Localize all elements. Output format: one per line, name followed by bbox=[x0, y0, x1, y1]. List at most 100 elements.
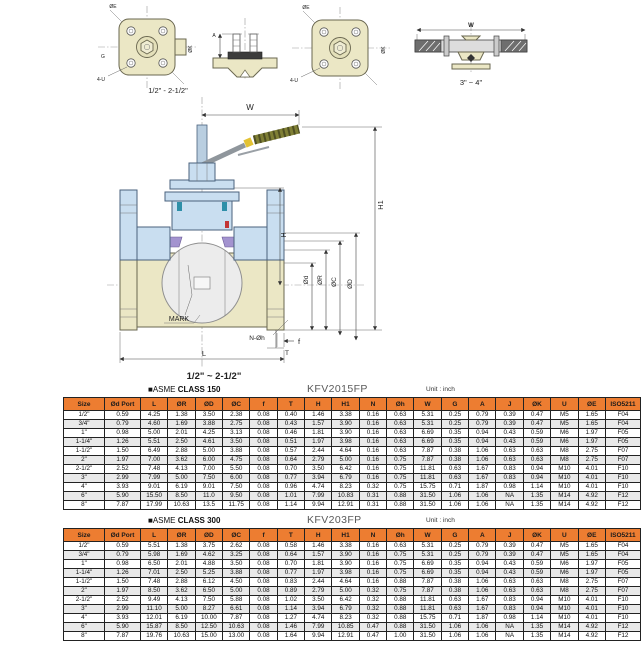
dim-t: T bbox=[267, 330, 289, 357]
g-dim-label: G bbox=[101, 54, 105, 60]
column-header: J bbox=[495, 397, 524, 411]
w-dim-label: W bbox=[468, 23, 474, 29]
ball bbox=[161, 242, 243, 324]
cell: 4" bbox=[63, 482, 105, 492]
cell: 11.81 bbox=[413, 473, 442, 483]
cell: NA bbox=[495, 491, 524, 501]
cell: 1.87 bbox=[468, 613, 497, 623]
cell: M5 bbox=[550, 410, 579, 420]
cell: 7.50 bbox=[194, 473, 224, 483]
cell: 4.92 bbox=[577, 500, 606, 510]
column-header: G bbox=[440, 397, 470, 411]
cell: 4.92 bbox=[577, 631, 606, 641]
cell: 0.83 bbox=[276, 577, 306, 587]
cell: 6.00 bbox=[194, 455, 224, 465]
cell: 0.98 bbox=[495, 613, 524, 623]
column-header: f bbox=[249, 397, 278, 411]
cell: 0.63 bbox=[440, 473, 470, 483]
stem-diamond bbox=[467, 54, 475, 62]
cell: 4.61 bbox=[194, 437, 224, 447]
cell: 1.81 bbox=[304, 428, 333, 438]
cell: 11.75 bbox=[222, 500, 251, 510]
cell: 0.63 bbox=[386, 419, 415, 429]
cell: M10 bbox=[550, 473, 579, 483]
cell: 8.27 bbox=[194, 604, 224, 614]
cell: 0.08 bbox=[249, 500, 278, 510]
cell: 2.99 bbox=[104, 473, 141, 483]
cell: 8.50 bbox=[167, 622, 196, 632]
cell: 31.50 bbox=[413, 622, 442, 632]
cell: 0.75 bbox=[386, 550, 415, 560]
cell: F04 bbox=[605, 410, 641, 420]
cell: 2.75 bbox=[577, 586, 606, 596]
cell: 0.64 bbox=[276, 455, 306, 465]
cell: 3.88 bbox=[222, 446, 251, 456]
cell: 2.75 bbox=[222, 419, 251, 429]
cell: 6.61 bbox=[222, 604, 251, 614]
cell: 15.50 bbox=[139, 491, 169, 501]
cell: 12.91 bbox=[331, 500, 360, 510]
cell: 0.83 bbox=[495, 595, 524, 605]
cell: 0.94 bbox=[522, 595, 552, 605]
title-class: CLASS 300 bbox=[177, 516, 221, 525]
cell: 3.50 bbox=[304, 464, 333, 474]
cell: 0.32 bbox=[358, 586, 388, 596]
cell: 7.50 bbox=[222, 482, 251, 492]
cell: 6.19 bbox=[167, 613, 196, 623]
dim-od-small-label: Ød bbox=[303, 275, 310, 284]
cell: 0.08 bbox=[249, 631, 278, 641]
cell: 0.70 bbox=[276, 464, 306, 474]
cell: 0.39 bbox=[495, 541, 524, 551]
column-header: W bbox=[413, 528, 442, 542]
cell: 3.94 bbox=[304, 473, 333, 483]
column-header: ØK bbox=[522, 397, 552, 411]
cell: 1-1/2" bbox=[63, 577, 105, 587]
cell: 11.0 bbox=[194, 491, 224, 501]
cell: F10 bbox=[605, 595, 641, 605]
column-header: Øh bbox=[386, 528, 415, 542]
cell: 0.47 bbox=[358, 622, 388, 632]
cell: 0.16 bbox=[358, 568, 388, 578]
cell: 0.32 bbox=[358, 595, 388, 605]
cell: F12 bbox=[605, 491, 641, 501]
cell: 5.00 bbox=[222, 586, 251, 596]
cell: 0.16 bbox=[358, 464, 388, 474]
cell: 0.25 bbox=[440, 541, 470, 551]
cell: 3.62 bbox=[167, 586, 196, 596]
cell: 10.63 bbox=[222, 622, 251, 632]
cell: 3" bbox=[63, 604, 105, 614]
column-header: ØR bbox=[167, 397, 196, 411]
column-header: ØC bbox=[222, 528, 251, 542]
bolt-hole-callout: N-Øh bbox=[249, 319, 289, 342]
cell: NA bbox=[495, 622, 524, 632]
cell: 10.85 bbox=[331, 622, 360, 632]
cell: 2.79 bbox=[304, 586, 333, 596]
cell: 0.16 bbox=[358, 541, 388, 551]
cell: 0.77 bbox=[276, 473, 306, 483]
cell: 0.94 bbox=[468, 428, 497, 438]
cell: 2.75 bbox=[577, 446, 606, 456]
cell: M10 bbox=[550, 613, 579, 623]
cell: 10.00 bbox=[194, 613, 224, 623]
cell: 0.88 bbox=[386, 622, 415, 632]
cell: 0.35 bbox=[440, 437, 470, 447]
cell: 0.94 bbox=[522, 604, 552, 614]
cell: 2.44 bbox=[304, 577, 333, 587]
cell: 1.06 bbox=[468, 446, 497, 456]
cell: 0.63 bbox=[522, 586, 552, 596]
cell: 6.79 bbox=[331, 473, 360, 483]
cell: 1.14 bbox=[522, 482, 552, 492]
cell: 1.97 bbox=[577, 437, 606, 447]
cell: 0.25 bbox=[440, 419, 470, 429]
cell: 1.01 bbox=[276, 491, 306, 501]
cell: 2-1/2" bbox=[63, 595, 105, 605]
cell: 0.46 bbox=[276, 428, 306, 438]
cell: F12 bbox=[605, 622, 641, 632]
cell: 5.00 bbox=[194, 446, 224, 456]
cell: 9.49 bbox=[139, 595, 169, 605]
cell: 1.69 bbox=[167, 550, 196, 560]
cell: 1.97 bbox=[104, 586, 141, 596]
cell: 1.26 bbox=[104, 437, 141, 447]
